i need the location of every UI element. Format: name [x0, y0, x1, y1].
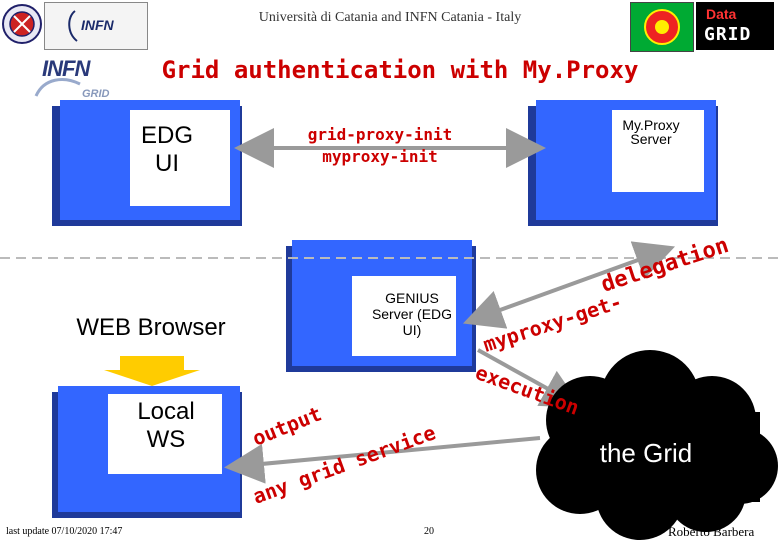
local-ws-label: Local WS [137, 398, 195, 453]
web-browser-box [54, 300, 250, 356]
author: Roberto Barbera [668, 524, 755, 539]
grid-proxy-init-label: grid-proxy-init [307, 125, 453, 144]
myproxy-get-label: myproxy-get- [480, 289, 625, 356]
output-label: output [249, 401, 325, 450]
grid-cloud [536, 350, 778, 540]
grid-label: the Grid [599, 438, 693, 468]
datagrid-logo: Data GRID [630, 2, 776, 52]
myproxy-get-arrow [462, 241, 676, 329]
page-number: 20 [424, 526, 434, 537]
institution-header: Università di Catania and INFN Catania -… [258, 10, 522, 25]
execution-arrow [477, 348, 582, 408]
myproxy-server-label: My.Proxy Server [622, 117, 680, 147]
edg-ui-label: EDG UI [140, 122, 193, 177]
output-arrow [224, 436, 541, 484]
infn-grid-logo: INFN GRID [34, 54, 114, 104]
infn-logo-top: INFN [44, 2, 148, 50]
web-browser-label: WEB Browser [76, 314, 226, 341]
init-arrow-label: grid-proxy-init myproxy-init [300, 124, 460, 168]
myproxy-init-label: myproxy-init [322, 147, 438, 166]
browser-yellow-arrow [104, 356, 200, 386]
genius-server-label: GENIUS Server (EDG UI) [371, 290, 453, 338]
university-seal-logo [2, 2, 42, 46]
last-update: last update 07/10/2020 17:47 [6, 526, 123, 537]
slide-title: Grid authentication with My.Proxy [161, 56, 639, 84]
